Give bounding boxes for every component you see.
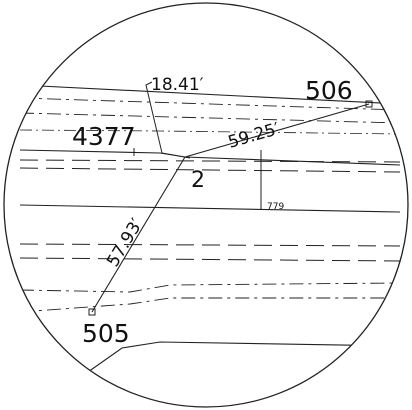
label-dim-57-93: 57.93′ <box>103 215 147 270</box>
detail-circle <box>3 2 409 408</box>
road-line-dashed-lower-1 <box>19 243 401 247</box>
road-line-dashed-lower-2 <box>19 257 401 262</box>
label-point-2: 2 <box>191 168 205 193</box>
road-centerline-dashed-2 <box>19 167 401 173</box>
road-line-dashdot-2 <box>19 112 401 124</box>
parcel-line-4377 <box>19 149 401 166</box>
road-centerline-dashed-1 <box>19 159 401 163</box>
label-point-505: 505 <box>82 319 130 348</box>
label-dim-18-41: 18.41′ <box>151 75 204 95</box>
label-tick-779: 779 <box>267 202 284 212</box>
traverse-line-2-to-505 <box>91 156 186 313</box>
road-line-top-dashdot <box>19 97 401 111</box>
point-marker-505 <box>88 308 96 316</box>
road-line-dashdot-lower-1 <box>19 282 401 293</box>
road-line-dashdot-3 <box>19 129 401 135</box>
label-point-506: 506 <box>305 76 353 105</box>
road-line-bottom-solid <box>87 341 401 373</box>
traverse-line-2-to-506 <box>184 103 370 158</box>
road-line-dashdot-lower-2 <box>19 297 400 313</box>
label-dim-59-25: 59.25′ <box>226 119 282 153</box>
point-marker-506 <box>365 100 373 108</box>
leader-18-41 <box>145 81 191 159</box>
label-point-4377: 4377 <box>72 122 136 151</box>
road-line-solid-mid <box>19 204 401 213</box>
road-line-top-solid <box>19 84 401 105</box>
